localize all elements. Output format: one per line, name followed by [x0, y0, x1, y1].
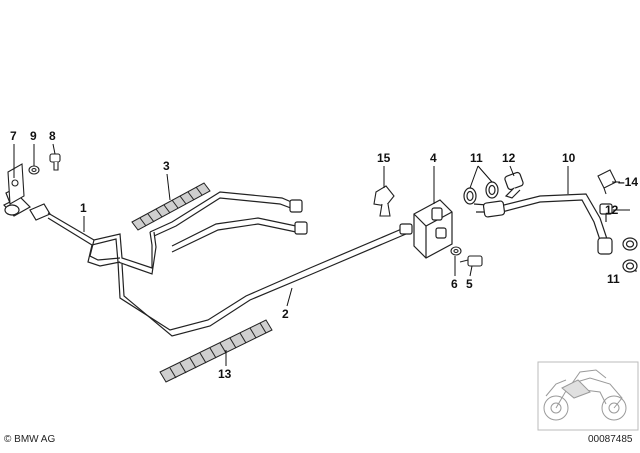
callout-1: 1	[80, 201, 87, 215]
washer-6	[450, 246, 462, 256]
banjo-bolt-12-upper	[504, 171, 524, 199]
drawing-number: 00087485	[588, 434, 633, 445]
screw-8	[49, 153, 61, 171]
copyright-text: © BMW AG	[4, 434, 55, 445]
spiral-protector-13	[159, 319, 273, 383]
seal-rings-11-lower	[622, 237, 638, 273]
callout-12-upper: 12	[502, 151, 516, 165]
leader-lines	[13, 143, 637, 366]
callout-6: 6	[451, 277, 458, 291]
screw-5	[459, 255, 483, 267]
callout-14: –14	[618, 175, 638, 189]
clip-14	[597, 169, 617, 195]
callout-4: 4	[430, 151, 437, 165]
banjo-bolt-12-lower	[599, 203, 613, 222]
clip-15	[373, 185, 395, 217]
callout-7: 7	[10, 129, 17, 143]
seal-rings-11-upper	[463, 181, 499, 205]
callout-8: 8	[49, 129, 56, 143]
bracket-7	[7, 163, 25, 205]
spiral-protector-3	[131, 182, 211, 231]
callout-13: 13	[218, 367, 232, 381]
callout-5: 5	[466, 277, 473, 291]
motorcycle-thumbnail	[537, 361, 639, 431]
callout-12-lower: 12	[605, 203, 619, 217]
footer: © BMW AG 00087485	[4, 434, 633, 445]
callout-11-lower: 11	[607, 272, 620, 286]
callout-11-upper: 11	[470, 151, 483, 165]
brake-line-2	[117, 223, 413, 337]
callout-15: 15	[377, 151, 391, 165]
distributor-block-4	[413, 199, 453, 259]
brake-hose-10	[473, 193, 613, 255]
brake-line-1	[3, 186, 308, 275]
callouts: 7 9 8 1 3 15 4 11 12 10 –14 12 11 6 5 2 …	[10, 129, 638, 381]
callout-9: 9	[30, 129, 37, 143]
washer-9	[28, 165, 40, 175]
callout-2: 2	[282, 307, 289, 321]
callout-3: 3	[163, 159, 170, 173]
callout-10: 10	[562, 151, 576, 165]
